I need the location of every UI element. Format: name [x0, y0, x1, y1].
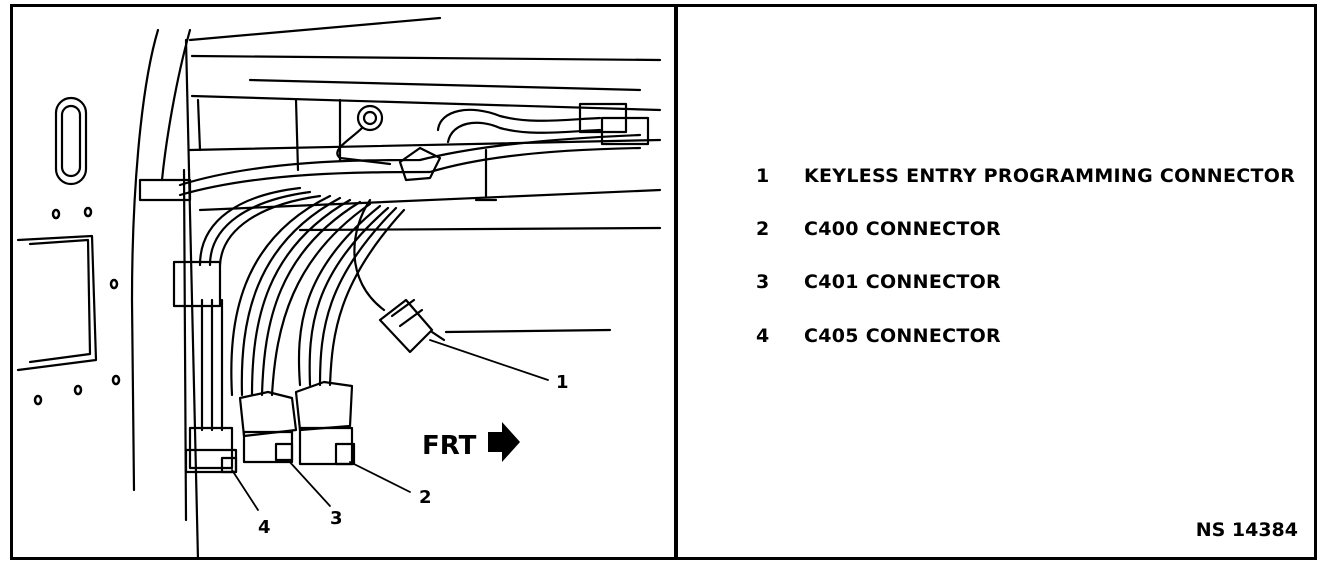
legend-label: C401 CONNECTOR [804, 271, 1001, 293]
legend-item: 3 C401 CONNECTOR [756, 269, 1001, 295]
panel-divider [674, 4, 678, 560]
dash-panel [138, 16, 662, 522]
legend-panel: 1 KEYLESS ENTRY PROGRAMMING CONNECTOR 2 … [678, 7, 1314, 557]
frt-label: FRT [422, 431, 477, 461]
legend-label: C405 CONNECTOR [804, 325, 1001, 347]
mounting-holes [33, 206, 121, 406]
wire-bundle [198, 186, 406, 432]
figure-frame [10, 4, 1317, 560]
keyless-entry-connector [353, 198, 612, 354]
legend-number: 1 [756, 165, 770, 187]
legend-label: KEYLESS ENTRY PROGRAMMING CONNECTOR [804, 165, 1296, 187]
callout-4: 4 [258, 517, 271, 538]
upper-harness [178, 102, 650, 202]
legend-number: 3 [756, 271, 770, 293]
legend-label: C400 CONNECTOR [804, 218, 1001, 240]
callout-2: 2 [419, 487, 432, 508]
front-direction-arrow: FRT [422, 422, 520, 462]
figure-id: NS 14384 [1195, 519, 1298, 541]
wiring-illustration: FRT 1 2 3 4 [16, 16, 662, 557]
c405-connector [172, 260, 238, 474]
legend-number: 2 [756, 218, 770, 240]
c401-connector [238, 390, 298, 464]
legend-item: 1 KEYLESS ENTRY PROGRAMMING CONNECTOR [756, 163, 1295, 189]
c400-connector [294, 380, 356, 466]
legend-number: 4 [756, 325, 770, 347]
leader-lines [231, 339, 549, 511]
legend-item: 2 C400 CONNECTOR [756, 216, 1001, 242]
callout-3: 3 [330, 508, 343, 529]
door-pillar [16, 28, 200, 557]
legend-item: 4 C405 CONNECTOR [756, 323, 1001, 349]
callout-1: 1 [556, 372, 569, 393]
